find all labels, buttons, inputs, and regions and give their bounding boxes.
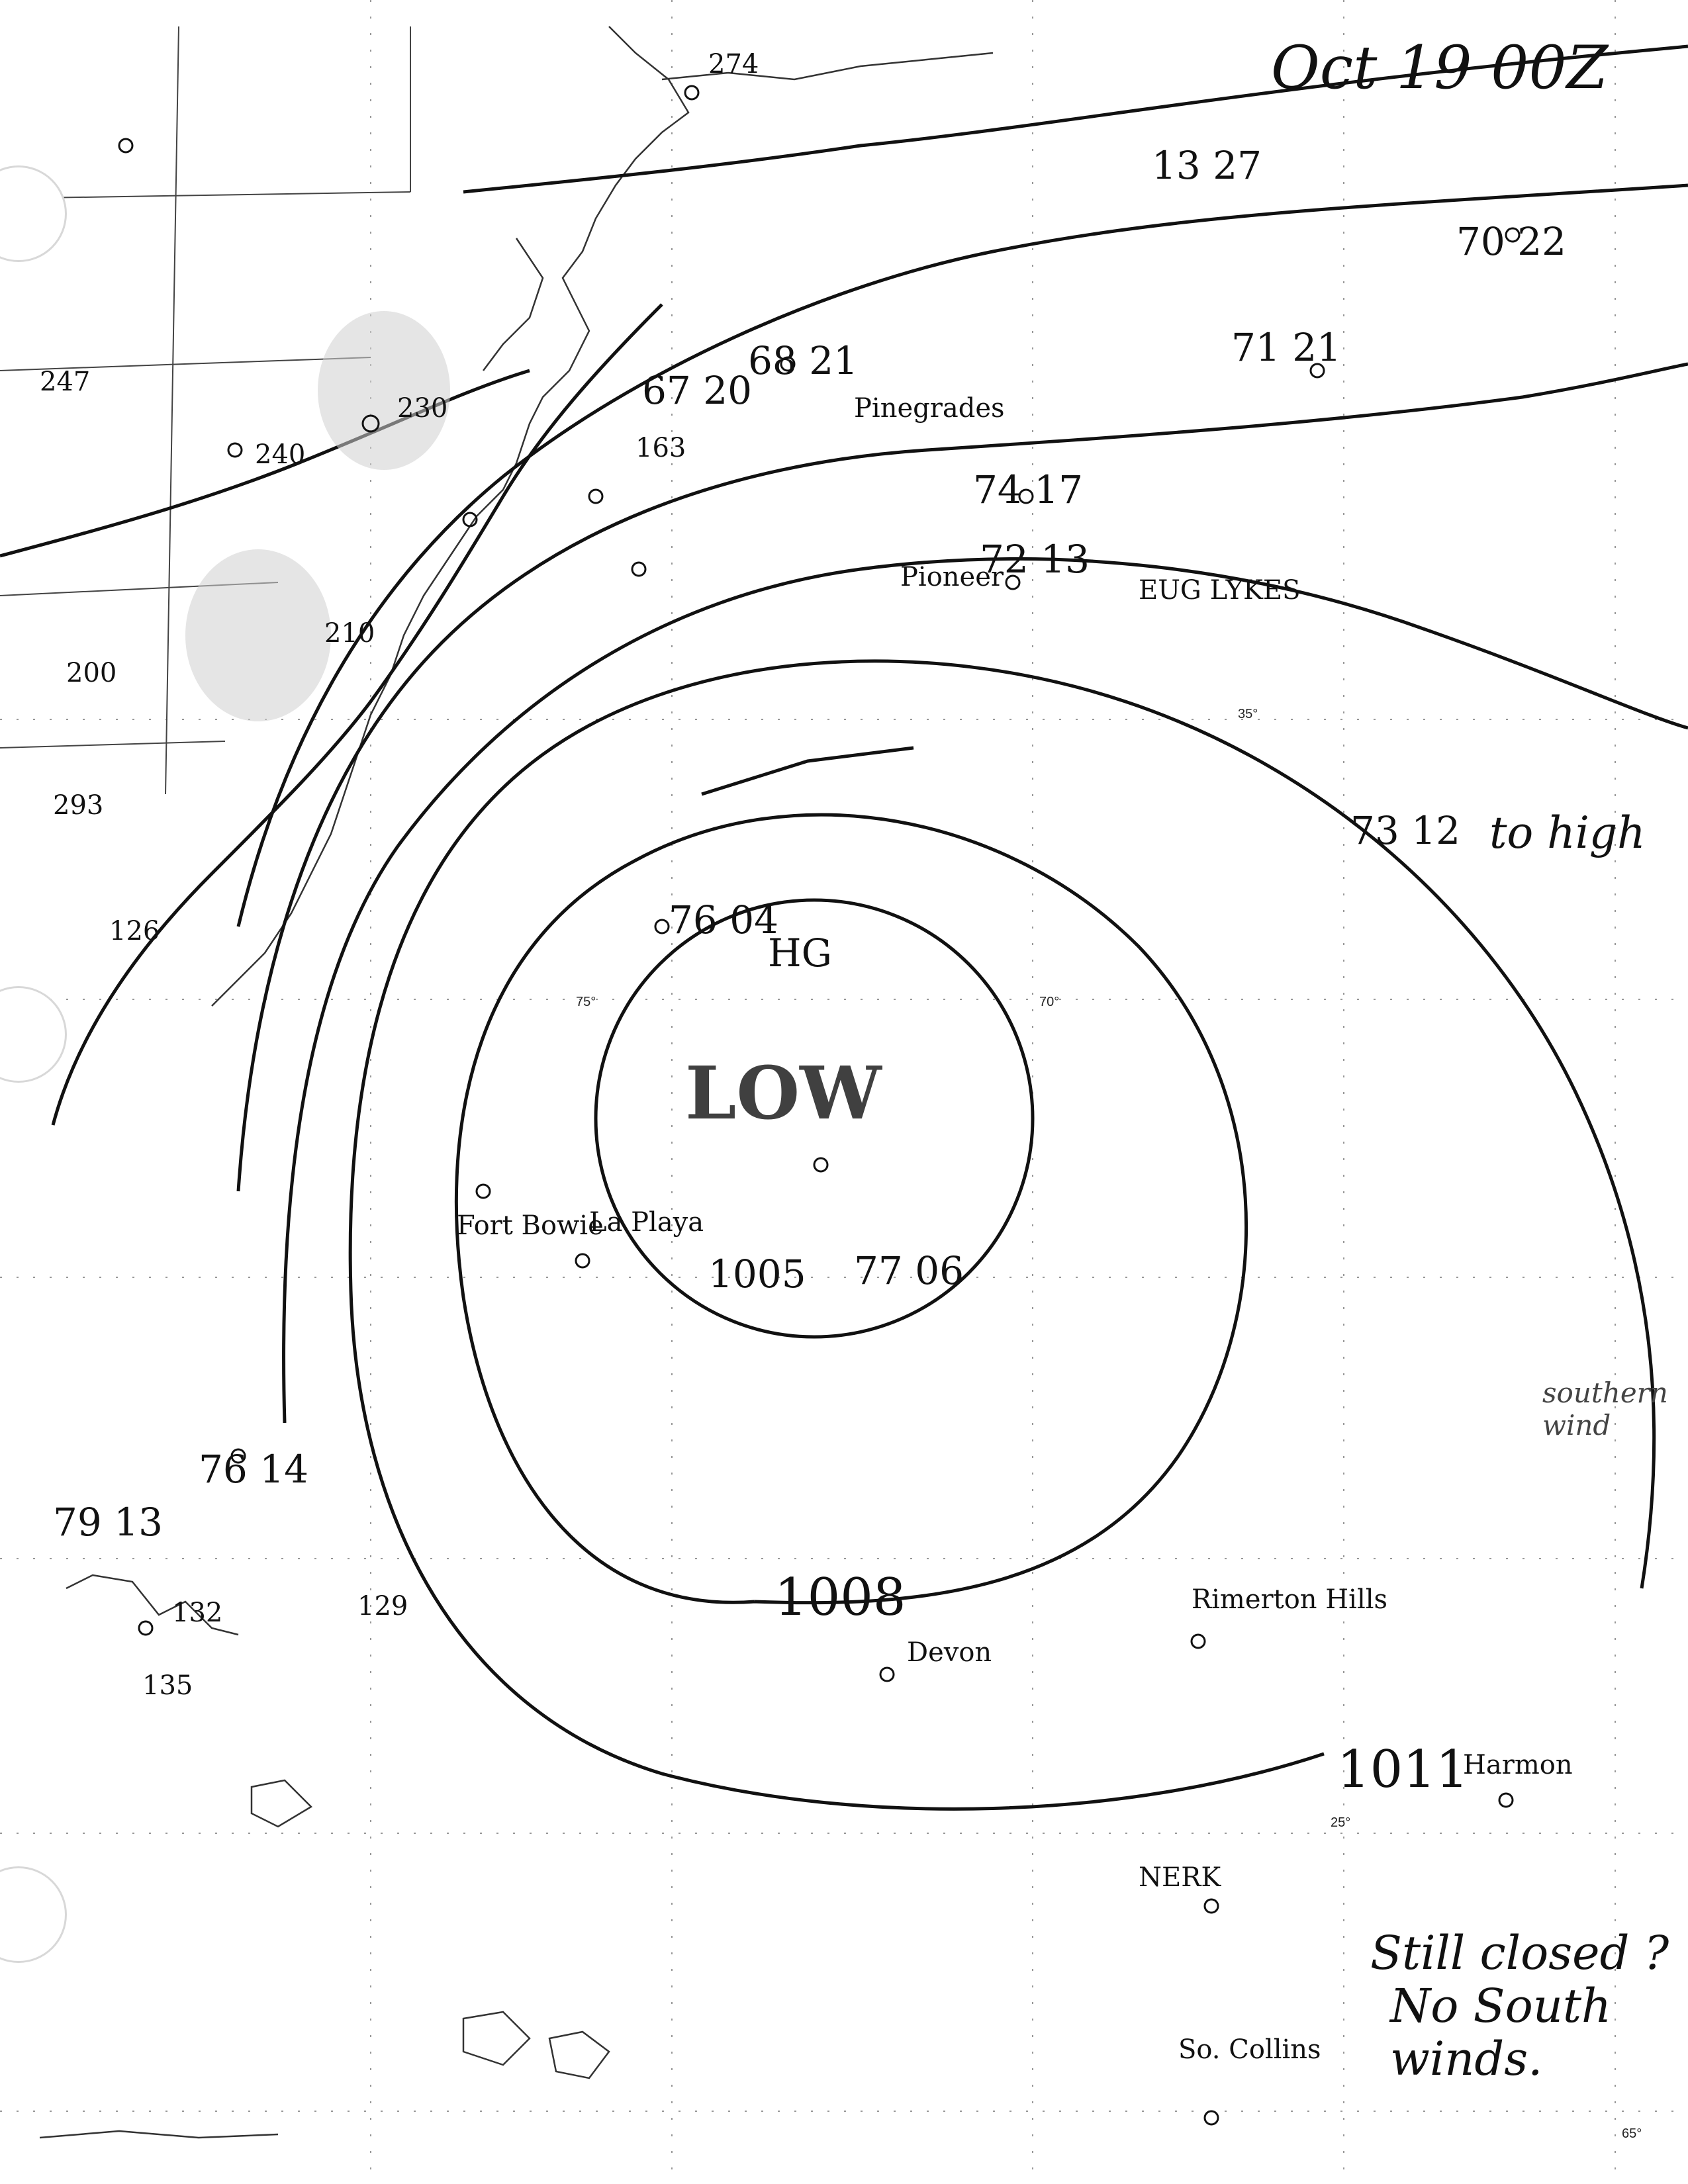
- trough-line: [701, 746, 914, 796]
- obs-210: 210: [324, 618, 375, 649]
- degree-65: 65°: [1622, 2126, 1642, 2141]
- degree-25: 25°: [1331, 1815, 1350, 1830]
- chart-title: Oct 19 00Z: [1271, 33, 1609, 103]
- obs-74-17: 74 17: [973, 467, 1083, 512]
- obs-73-12: 73 12: [1350, 808, 1460, 853]
- fronts: [0, 303, 914, 1126]
- obs-13-27: 13 27: [1152, 143, 1262, 188]
- station-models: [118, 85, 1521, 2126]
- obs-71-21: 71 21: [1231, 325, 1341, 370]
- ship-eug-lykes: EUG LYKES: [1139, 575, 1300, 606]
- isobar-1011: [348, 659, 1656, 1811]
- isobar-labels: 1008 1005 1011: [708, 1251, 1469, 1799]
- obs-274: 274: [708, 49, 759, 79]
- station-text: 274 247 230 200 240 210 293 126 163 132 …: [40, 49, 759, 1701]
- coastline: [39, 26, 994, 2139]
- ship-rimerton-hills: Rimerton Hills: [1192, 1584, 1387, 1615]
- precip-areas: [185, 311, 450, 721]
- isobar-outer-d: [463, 44, 1688, 194]
- ship-pinegrades: Pinegrades: [854, 393, 1005, 424]
- hg-note: HG: [768, 931, 832, 976]
- note-still-closed: Still closed ?: [1370, 1926, 1669, 1980]
- ship-so-collins: So. Collins: [1178, 2034, 1321, 2065]
- isobar-outer-c: [236, 183, 1688, 927]
- obs-76-14: 76 14: [199, 1447, 308, 1492]
- obs-72-13: 72 13: [980, 537, 1090, 582]
- obs-68-21: 68 21: [748, 338, 858, 383]
- wind-obs: 13 27 70 22 71 21 68 21 67 20 74 17 72 1…: [53, 143, 1566, 1545]
- isobar-label-1005: 1005: [708, 1251, 806, 1297]
- ship-la-playa: La Playa: [589, 1207, 704, 1238]
- note-winds: winds.: [1390, 2032, 1543, 2086]
- obs-293: 293: [53, 790, 103, 821]
- obs-70-22: 70 22: [1456, 219, 1566, 264]
- low-center: LOW HG: [685, 931, 882, 1136]
- obs-126: 126: [109, 916, 160, 946]
- obs-77-06: 77 06: [854, 1248, 964, 1293]
- isobar-outer-a: [282, 557, 1688, 1424]
- ship-names: Pinegrades Pioneer EUG LYKES La Playa Fo…: [457, 393, 1573, 2065]
- isobar-outer-b: [236, 362, 1688, 1192]
- obs-135: 135: [142, 1670, 193, 1701]
- note-to-high: to high: [1489, 807, 1646, 858]
- note-no-south: No South: [1390, 1979, 1612, 2033]
- obs-129: 129: [357, 1591, 408, 1621]
- low-label: LOW: [685, 1050, 882, 1136]
- obs-163: 163: [635, 433, 686, 463]
- ship-fort-bowie: Fort Bowie: [457, 1210, 604, 1241]
- obs-76-04: 76 04: [669, 897, 778, 942]
- degree-35: 35°: [1238, 707, 1258, 721]
- obs-132: 132: [172, 1598, 222, 1628]
- stationary-front: [0, 369, 530, 558]
- obs-67-20: 67 20: [642, 368, 752, 413]
- degree-75: 75°: [576, 995, 596, 1009]
- note-southern-wind: southern wind: [1542, 1377, 1668, 1441]
- isobars: [236, 44, 1688, 1811]
- ship-devon: Devon: [907, 1637, 992, 1668]
- obs-200: 200: [66, 658, 117, 688]
- isobar-label-1008: 1008: [774, 1568, 906, 1627]
- cold-front: [51, 303, 663, 1126]
- obs-230: 230: [397, 393, 447, 424]
- degree-70: 70°: [1039, 995, 1059, 1009]
- isobar-label-1011: 1011: [1337, 1740, 1469, 1799]
- ship-harmon: Harmon: [1463, 1750, 1573, 1780]
- degree-labels: 35° 25° 75° 70° 65°: [576, 707, 1642, 2141]
- obs-240: 240: [255, 439, 305, 470]
- obs-247: 247: [40, 367, 90, 397]
- isobar-1005: [594, 898, 1035, 1339]
- isobar-1008: [454, 813, 1248, 1605]
- obs-79-13: 79 13: [53, 1500, 163, 1545]
- ship-nerk: NERK: [1139, 1862, 1221, 1893]
- ship-pioneer: Pioneer: [900, 562, 1004, 592]
